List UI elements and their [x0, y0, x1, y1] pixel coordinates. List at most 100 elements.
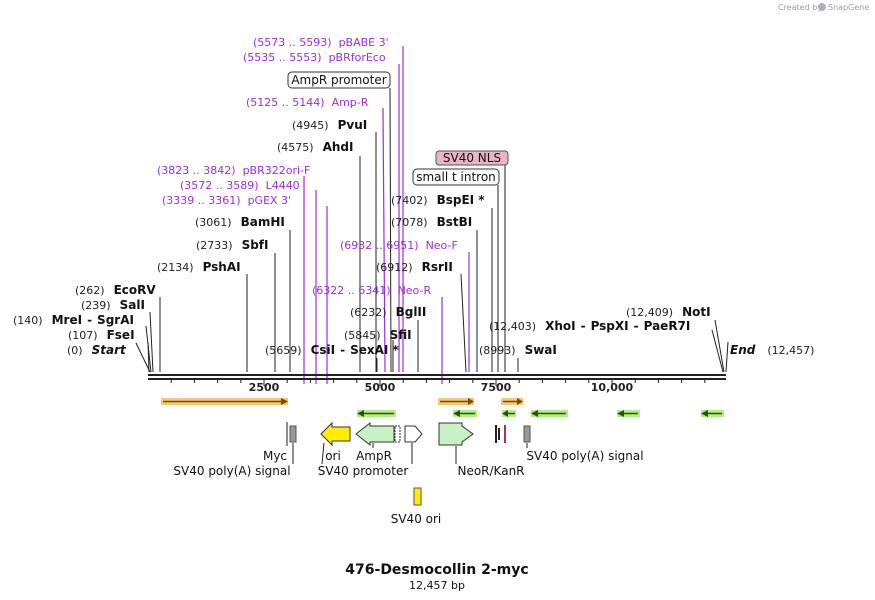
site-pos: (140): [13, 314, 43, 327]
site-name: XhoI: [545, 319, 576, 333]
primer-leader-lines: [303, 46, 470, 384]
svg-text:(7402)BspEI *: (7402)BspEI *: [391, 193, 485, 207]
svg-text:(107)FseI: (107)FseI: [68, 328, 135, 342]
ampr-promoter-label: AmpR promoter: [291, 73, 386, 87]
small-t-marker: [495, 425, 497, 443]
feature-label-myc: Myc: [263, 449, 287, 463]
credit-brand: SnapGene: [828, 3, 869, 12]
svg-text:(6912)RsrII: (6912) RsrII: [376, 260, 453, 274]
site-name: AhdI: [323, 140, 354, 154]
small-t-intron-box: [412, 168, 500, 186]
svg-text:(2134)PshAI: (2134)PshAI: [157, 260, 241, 274]
site-name: EcoRV: [114, 283, 157, 297]
site-name: Start: [92, 343, 127, 357]
feature-label-ampr: AmpR: [356, 449, 392, 463]
site-name: SexAI *: [350, 343, 399, 357]
feature-label-ori: ori: [325, 449, 341, 463]
site-name: BamHI: [241, 215, 285, 229]
primer-name: Amp-R: [332, 96, 369, 109]
svg-text:(6232)BglII: (6232)BglII: [350, 305, 426, 319]
site-name: FseI: [107, 328, 135, 342]
sv40-promoter-arrow: [404, 425, 423, 443]
site-name: BstBI: [437, 215, 473, 229]
svg-text:(4575)AhdI: (4575)AhdI: [277, 140, 353, 154]
svg-text:(5659)CsiI-SexAI *: (5659)CsiI-SexAI *: [265, 343, 400, 357]
tick-label: 7500: [481, 381, 512, 394]
site-name: End: [730, 343, 756, 357]
primer-range: (5573 .. 5593): [253, 36, 332, 49]
leader-end: [725, 341, 729, 373]
primer-range: (3339 .. 3361): [162, 194, 241, 207]
ampr-arrow: [355, 421, 395, 447]
backbone-bottom-strand: [148, 378, 726, 380]
leader-noti: [714, 319, 725, 373]
svg-text:(5125 .. 5144)Amp-R: (5125 .. 5144) Amp-R: [246, 96, 369, 109]
feature-label-sv40-polya-1: SV40 poly(A) signal: [173, 464, 290, 478]
site-pos: (2733): [196, 239, 233, 252]
site-name: MreI: [52, 313, 82, 327]
ampr-promoter-shape: [394, 425, 401, 443]
feature-label-sv40-ori: SV40 ori: [391, 512, 442, 526]
svg-text:(5573 .. 5593)pBABE 3': (5573 .. 5593) pBABE 3': [253, 36, 389, 49]
primer-range: (5125 .. 5144): [246, 96, 325, 109]
site-pos: (7078): [391, 216, 428, 229]
ori-arrow: [320, 421, 351, 447]
primer-name: pBRforEco: [329, 51, 386, 64]
site-name: PvuI: [338, 118, 368, 132]
primer-range: (5535 .. 5553): [243, 51, 322, 64]
feature-label-sv40-promoter: SV40 promoter: [318, 464, 409, 478]
sv40-polya-marker: [523, 425, 531, 443]
svg-text:(12,403)XhoI-PspXI-PaeR7I: (12,403)XhoI-PspXI-PaeR7I: [489, 319, 690, 333]
leader-rsrii: [460, 273, 467, 373]
myc-polya-marker: [289, 425, 297, 443]
tick-label: 2500: [249, 381, 280, 394]
site-name: RsrII: [422, 260, 453, 274]
map-title: 476-Desmocollin 2-myc: [345, 562, 528, 578]
tick-label: 10,000: [591, 381, 634, 394]
small-t-intron-label: small t intron: [416, 170, 496, 184]
svg-text:(2733)SbfI: (2733) SbfI: [196, 238, 269, 252]
site-name: SgrAI: [97, 313, 134, 327]
backbone-top-strand: [148, 374, 726, 376]
leader-ampr-promoter: [389, 87, 392, 373]
credit-text: Created by: [778, 3, 822, 12]
site-pos: (3061): [195, 216, 232, 229]
svg-text:End(12,457): End (12,457): [730, 343, 814, 357]
primer-range: (3823 .. 3842): [157, 164, 236, 177]
primer-labels: (5573 .. 5593) pBABE 3' (5535 .. 5553) pBR…: [157, 36, 458, 297]
site-pos: (8993): [479, 344, 516, 357]
snapgene-logo-icon: [818, 3, 826, 11]
svg-text:(3823 .. 3842)pBR322ori-F: (3823 .. 3842)pBR322ori-F: [157, 164, 310, 177]
site-pos: (12,457): [767, 344, 814, 357]
site-name: SwaI: [525, 343, 557, 357]
site-name: SalI: [120, 298, 145, 312]
svg-text:(239)SalI: (239) SalI: [81, 298, 145, 312]
site-pos: (5845): [344, 329, 381, 342]
site-pos: (12,403): [489, 320, 536, 333]
site-pos: (7402): [391, 194, 428, 207]
site-name: BglII: [396, 305, 427, 319]
svg-text:(12,409)NotI: (12,409)NotI: [626, 305, 711, 319]
site-name: PaeR7I: [644, 319, 691, 333]
site-pos: (12,409): [626, 306, 673, 319]
site-leader-lines: [135, 87, 729, 373]
primer-name: pBABE 3': [339, 36, 389, 49]
leader-sali: [149, 311, 154, 373]
tick-label: 5000: [365, 381, 396, 394]
feature-label-neor: NeoR/KanR: [457, 464, 524, 478]
svg-text:(3061)BamHI: (3061) BamHI: [195, 215, 285, 229]
site-name: SbfI: [242, 238, 269, 252]
leader-ampr-primer: [382, 107, 386, 373]
primer-range: (6932 .. 6951): [340, 239, 419, 252]
orf-arrows: [161, 398, 724, 417]
ampr-promoter-box: [287, 71, 391, 89]
site-pos: (239): [81, 299, 111, 312]
svg-text:(6322 .. 6341)Neo-R: (6322 .. 6341)Neo-R: [312, 284, 431, 297]
svg-text:(5845)SfiI: (5845)SfiI: [344, 328, 412, 342]
svg-text:(0)Start: (0)Start: [67, 343, 127, 357]
map-length: 12,457 bp: [409, 579, 465, 592]
svg-text:(140)MreI-SgrAI: (140)MreI-SgrAI: [13, 313, 134, 327]
site-pos: (5659): [265, 344, 302, 357]
site-pos: (6912): [376, 261, 413, 274]
